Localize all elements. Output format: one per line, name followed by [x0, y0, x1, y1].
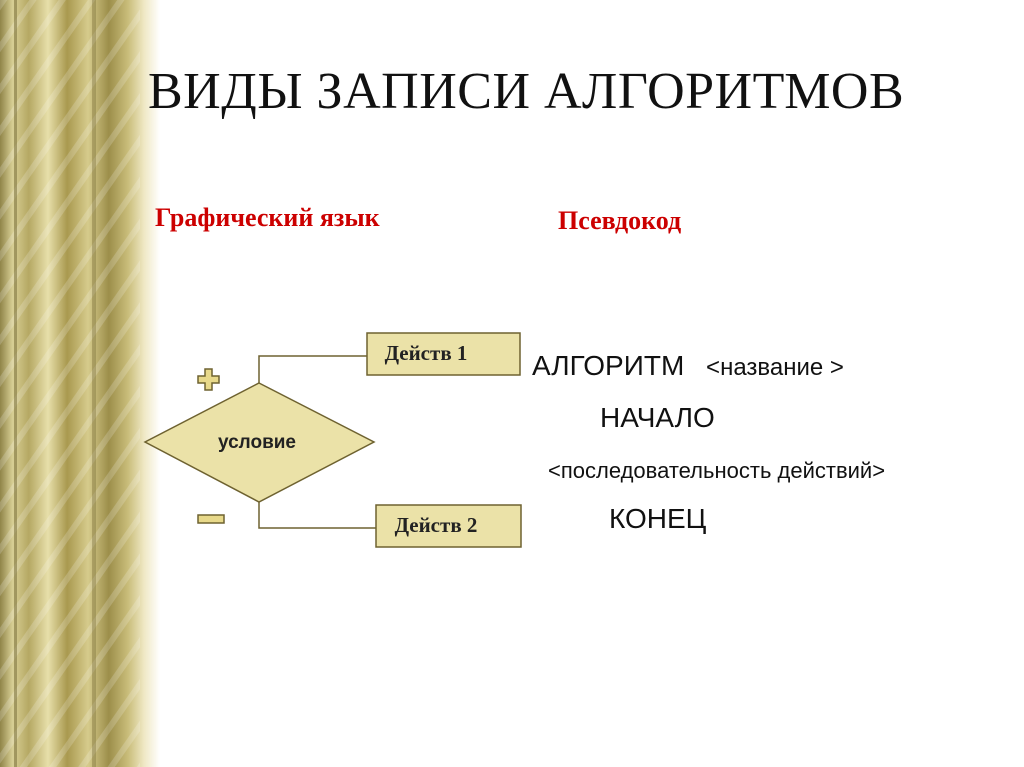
- minus-icon: [198, 515, 224, 523]
- plus-icon: [198, 369, 219, 390]
- action2-label: Действ 2: [395, 513, 478, 537]
- pseudocode-keyword-algorithm: АЛГОРИТМ: [532, 350, 684, 381]
- pseudocode-line-actions: <последовательность действий>: [548, 458, 885, 484]
- pseudocode-line-end: КОНЕЦ: [609, 503, 706, 535]
- flowchart: условие Действ 1 Действ 2: [0, 0, 560, 600]
- pseudocode-algorithm-name: <название >: [706, 354, 844, 381]
- condition-label: условие: [218, 432, 296, 453]
- no-branch-line: [259, 502, 376, 528]
- pseudocode-heading: Псевдокод: [558, 206, 681, 236]
- pseudocode-line-begin: НАЧАЛО: [600, 402, 715, 434]
- pseudocode-line-algorithm: АЛГОРИТМ <название >: [532, 350, 844, 382]
- action1-label: Действ 1: [385, 341, 468, 365]
- yes-branch-line: [259, 356, 367, 383]
